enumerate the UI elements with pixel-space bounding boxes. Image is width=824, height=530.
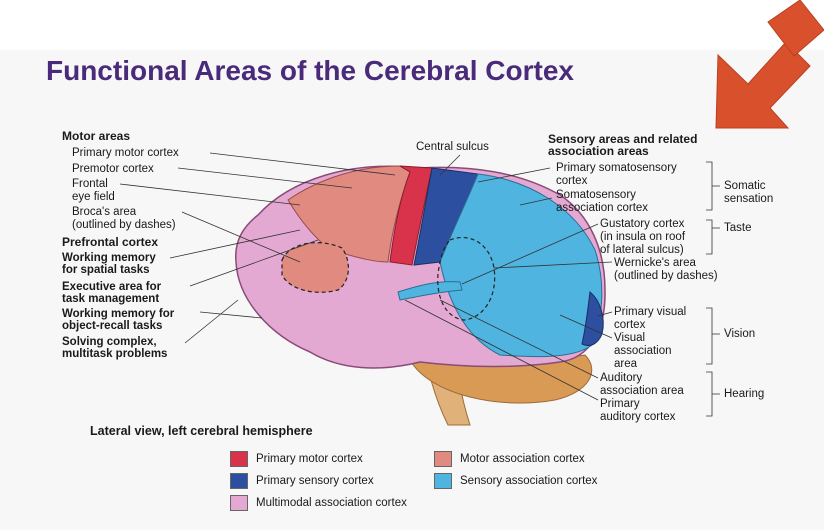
group-vision: Vision: [724, 328, 756, 340]
legend-item-motor-association: Motor association cortex: [434, 451, 585, 467]
group-taste: Taste: [724, 222, 752, 234]
label-working-memory-spatial-2: for spatial tasks: [62, 264, 150, 276]
down-left-arrow-icon: [715, 0, 824, 129]
motor-areas-heading: Motor areas: [62, 129, 131, 143]
label-gustatory-cortex-1: Gustatory cortex: [600, 218, 685, 230]
motor-association-region: [287, 165, 411, 263]
label-auditory-association-1: Auditory: [600, 372, 643, 384]
label-primary-visual-2: cortex: [614, 319, 646, 331]
label-working-memory-spatial-1: Working memory: [62, 252, 156, 264]
label-wernickes-area-1: Wernicke's area: [614, 257, 696, 269]
prefrontal-cortex-heading: Prefrontal cortex: [62, 235, 159, 249]
label-frontal-eye-field-2: eye field: [72, 191, 115, 203]
legend-label: Multimodal association cortex: [256, 497, 407, 509]
legend-label: Sensory association cortex: [460, 475, 598, 487]
diagram-caption: Lateral view, left cerebral hemisphere: [90, 424, 313, 438]
label-solving-complex-2: multitask problems: [62, 348, 168, 360]
legend-label: Motor association cortex: [460, 453, 585, 465]
label-working-memory-object-2: object-recall tasks: [62, 320, 163, 332]
wernickes-area-outline: [437, 236, 496, 321]
legend-swatch: [230, 495, 248, 511]
label-primary-auditory-2: auditory cortex: [600, 411, 676, 423]
legend-item-multimodal-association: Multimodal association cortex: [230, 495, 407, 511]
label-central-sulcus: Central sulcus: [416, 141, 489, 153]
label-primary-auditory-1: Primary: [600, 398, 640, 410]
legend-item-primary-motor: Primary motor cortex: [230, 451, 363, 467]
label-solving-complex-1: Solving complex,: [62, 336, 157, 348]
legend-swatch: [434, 473, 452, 489]
label-visual-association-2: association: [614, 345, 672, 357]
label-primary-motor-cortex: Primary motor cortex: [72, 147, 179, 159]
legend-swatch: [230, 473, 248, 489]
label-somatosensory-association-2: association cortex: [556, 202, 649, 214]
sensory-association-region: [439, 173, 603, 358]
label-brocas-area-1: Broca's area: [72, 206, 137, 218]
label-primary-somatosensory-1: Primary somatosensory: [556, 162, 677, 174]
label-frontal-eye-field-1: Frontal: [72, 178, 108, 190]
label-executive-area-2: task management: [62, 293, 160, 305]
label-brocas-area-2: (outlined by dashes): [72, 219, 176, 231]
label-gustatory-cortex-3: of lateral sulcus): [600, 244, 684, 256]
label-primary-visual-1: Primary visual: [614, 306, 687, 318]
label-primary-somatosensory-2: cortex: [556, 175, 588, 187]
legend-label: Primary sensory cortex: [256, 475, 374, 487]
brocas-area-outline: [281, 242, 349, 293]
legend-swatch: [230, 451, 248, 467]
legend-label: Primary motor cortex: [256, 453, 363, 465]
label-wernickes-area-2: (outlined by dashes): [614, 270, 718, 282]
sensory-areas-heading-1: Sensory areas and related: [548, 132, 698, 146]
legend-swatch: [434, 451, 452, 467]
slide-title: Functional Areas of the Cerebral Cortex: [46, 55, 574, 86]
label-somatosensory-association-1: Somatosensory: [556, 189, 636, 201]
primary-auditory-region: [397, 281, 463, 301]
group-somatic-sensation-2: sensation: [724, 193, 774, 205]
top-bar: [0, 0, 824, 50]
label-working-memory-object-1: Working memory for: [62, 308, 175, 320]
label-visual-association-1: Visual: [614, 332, 646, 344]
sensory-areas-heading-2: association areas: [548, 144, 649, 158]
label-premotor-cortex: Premotor cortex: [72, 163, 154, 175]
group-somatic-sensation-1: Somatic: [724, 180, 766, 192]
label-executive-area-1: Executive area for: [62, 281, 162, 293]
label-auditory-association-2: association area: [600, 385, 684, 397]
label-visual-association-3: area: [614, 358, 638, 370]
legend-item-primary-sensory: Primary sensory cortex: [230, 473, 374, 489]
group-hearing: Hearing: [724, 388, 765, 400]
label-gustatory-cortex-2: (in insula on roof: [600, 231, 686, 243]
legend-item-sensory-association: Sensory association cortex: [434, 473, 597, 489]
primary-motor-region: [389, 165, 433, 266]
